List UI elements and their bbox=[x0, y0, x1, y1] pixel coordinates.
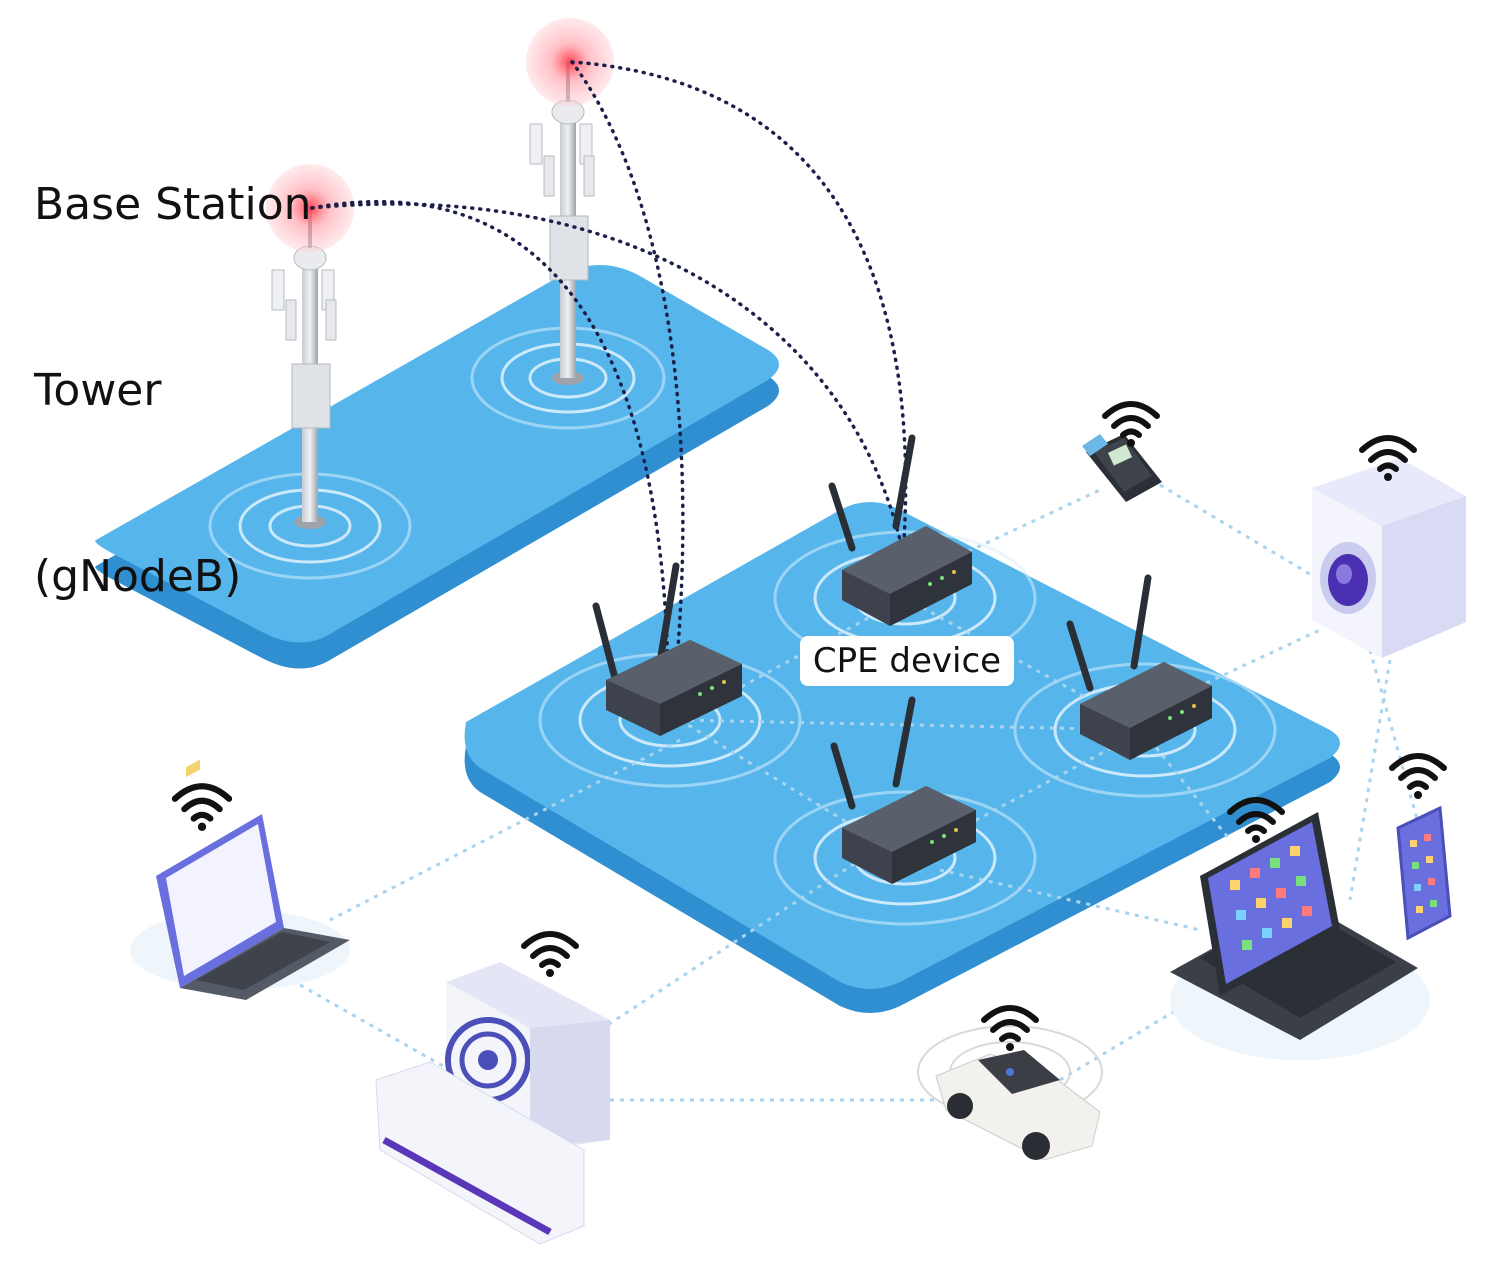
tower-label-line3: (gNodeB) bbox=[34, 551, 242, 602]
washing-machine bbox=[1312, 458, 1466, 658]
backhaul-links bbox=[310, 60, 908, 674]
ac-wifi-icon bbox=[524, 934, 576, 977]
smartphone bbox=[1396, 805, 1452, 941]
tower-label-line2: Tower bbox=[34, 365, 162, 416]
tablet bbox=[1170, 812, 1430, 1060]
tower-label: Base Station Tower (gNodeB) bbox=[34, 50, 312, 670]
smartphone-wifi-icon bbox=[1392, 756, 1444, 799]
laptop bbox=[130, 759, 350, 1000]
car-wifi-icon bbox=[984, 1008, 1036, 1051]
cpe-router-west bbox=[592, 562, 742, 736]
tower-label-line1: Base Station bbox=[34, 179, 312, 230]
car bbox=[917, 1025, 1103, 1161]
cpe-label: CPE device bbox=[800, 636, 1014, 686]
tower-right-glow bbox=[526, 18, 614, 106]
tower-left bbox=[271, 208, 337, 529]
card-terminal bbox=[1082, 434, 1162, 502]
cpe-router-north bbox=[828, 434, 972, 626]
cpe-router-east bbox=[1066, 574, 1212, 760]
tower-left-glow bbox=[266, 164, 354, 252]
tower-right bbox=[529, 62, 595, 385]
laptop-wifi-icon bbox=[175, 786, 229, 831]
air-conditioner bbox=[375, 962, 610, 1245]
cpe-router-south bbox=[830, 696, 976, 884]
